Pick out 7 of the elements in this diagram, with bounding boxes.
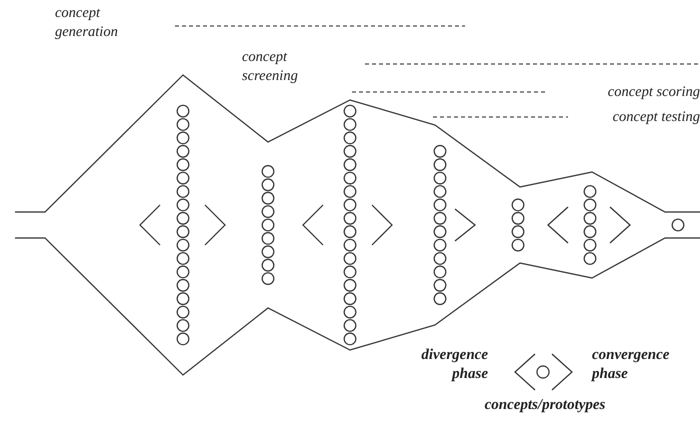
phase-note: divergence phase (420, 346, 488, 384)
stage-label: concept testing (612, 108, 700, 127)
stage-label: concept generation (55, 4, 119, 42)
phase-note: convergence phase (592, 346, 670, 384)
stage-label: concept scoring (606, 83, 700, 102)
stage-label: concept screening (242, 48, 299, 86)
phase-note: concepts/prototypes (484, 396, 606, 415)
